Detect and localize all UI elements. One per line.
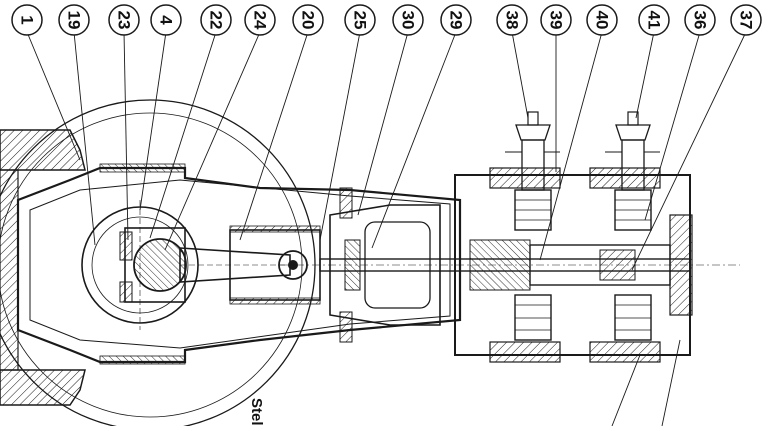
callout-40: 40 (586, 4, 618, 36)
crankcase-housing (16, 163, 462, 365)
valve-bottom-left (514, 294, 552, 341)
callout-circle (150, 4, 182, 36)
callout-label: 38 (503, 11, 522, 30)
callout-36: 36 (684, 4, 716, 36)
callout-24: 24 (244, 4, 276, 36)
crankcase-block (0, 129, 86, 406)
callout-circle (540, 4, 572, 36)
callout-circle (292, 4, 324, 36)
callout-circle (244, 4, 276, 36)
callout-circle (496, 4, 528, 36)
callout-41: 41 (638, 4, 670, 36)
callout-circle (684, 4, 716, 36)
callout-label: 22 (207, 11, 226, 30)
callout-label: 36 (691, 11, 710, 30)
callout-label: 37 (737, 11, 756, 30)
caption-fragment: Stel (248, 398, 265, 426)
callout-label: 19 (65, 11, 84, 30)
valve-bottom-right (614, 294, 652, 341)
callout-label: 4 (157, 15, 176, 25)
callout-label: 29 (447, 11, 466, 30)
callout-circle (344, 4, 376, 36)
callout-label: 30 (399, 11, 418, 30)
connecting-rod (179, 247, 291, 283)
callout-circle (638, 4, 670, 36)
valve-top-left (505, 111, 560, 231)
callout-group: 1 19 23 4 22 24 20 25 30 29 38 39 40 41 36 37 (11, 4, 762, 36)
callout-circle (108, 4, 140, 36)
callout-label: 39 (547, 11, 566, 30)
callout-label: 41 (645, 11, 664, 30)
callout-circle (200, 4, 232, 36)
callout-29: 29 (440, 4, 472, 36)
callout-circle (440, 4, 472, 36)
callout-20: 20 (292, 4, 324, 36)
callout-circle (586, 4, 618, 36)
crankpin (119, 227, 187, 303)
callout-25: 25 (344, 4, 376, 36)
callout-label: 23 (115, 11, 134, 30)
callout-38: 38 (496, 4, 528, 36)
callout-label: 25 (351, 11, 370, 30)
callout-19: 19 (58, 4, 90, 36)
callout-23: 23 (108, 4, 140, 36)
callout-circle (58, 4, 90, 36)
callout-30: 30 (392, 4, 424, 36)
compressor-cylinder (454, 167, 693, 363)
callout-39: 39 (540, 4, 572, 36)
callout-22: 22 (200, 4, 232, 36)
callout-1: 1 (11, 4, 43, 36)
callout-label: 40 (593, 11, 612, 30)
callout-label: 20 (299, 11, 318, 30)
callout-4: 4 (150, 4, 182, 36)
callout-circle (11, 4, 43, 36)
callout-circle (730, 4, 762, 36)
callout-37: 37 (730, 4, 762, 36)
callout-label: 1 (18, 15, 37, 24)
callout-label: 24 (251, 11, 270, 30)
leader-lines (26, 31, 747, 427)
valve-top-right (605, 111, 660, 231)
callout-circle (392, 4, 424, 36)
